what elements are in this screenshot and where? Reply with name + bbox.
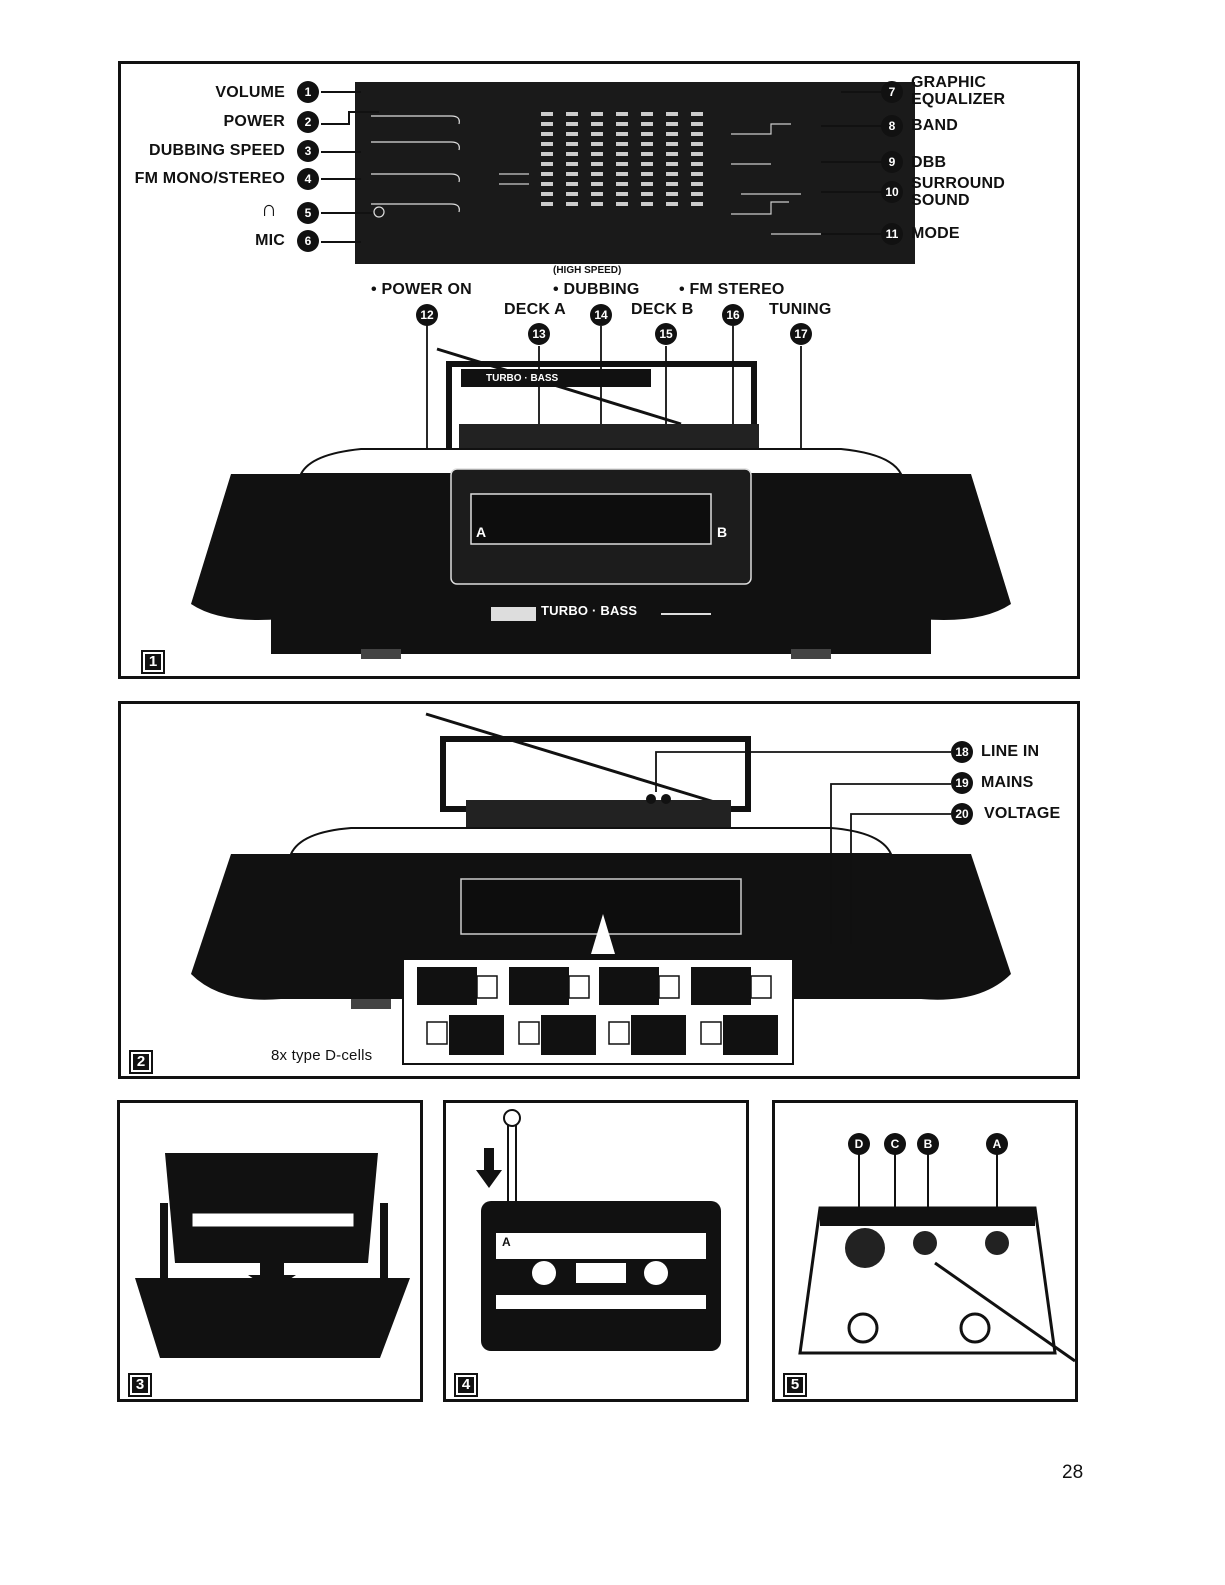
figure-5-panel: D C B A 5 — [772, 1100, 1078, 1402]
radio-front-illustration — [191, 82, 1011, 659]
callout-20: 20 — [951, 803, 973, 825]
callout-a: A — [986, 1133, 1008, 1155]
figure-4-panel: A 4 — [443, 1100, 749, 1402]
callout-2: 2 — [297, 111, 319, 133]
cassette-insert-illustration — [135, 1153, 410, 1358]
label-dbb: DBB — [911, 154, 947, 171]
figure-1-panel: VOLUME 1 POWER 2 DUBBING SPEED 3 FM MONO… — [118, 61, 1080, 679]
turbo-bass-handle-text: TURBO · BASS — [486, 373, 559, 384]
callout-14: 14 — [590, 304, 612, 326]
cassette-pencil-illustration — [476, 1109, 721, 1351]
label-voltage: VOLTAGE — [984, 805, 1061, 822]
figure-number-5: 5 — [783, 1373, 807, 1397]
label-fm-stereo: • FM STEREO — [679, 281, 785, 298]
figure-number-1: 1 — [141, 650, 165, 674]
radio-back-illustration — [191, 712, 1011, 1065]
label-high-speed: (HIGH SPEED) — [553, 265, 622, 276]
cassette-side-b: B — [717, 524, 728, 540]
label-power: POWER — [223, 113, 285, 130]
label-band: BAND — [911, 117, 959, 134]
page-number: 28 — [1062, 1462, 1084, 1483]
label-deck-b: DECK B — [631, 301, 694, 318]
figure-3-panel: 3 — [117, 1100, 423, 1402]
callout-16: 16 — [722, 304, 744, 326]
figure-number-4: 4 — [454, 1373, 478, 1397]
callout-6: 6 — [297, 230, 319, 252]
callout-17: 17 — [790, 323, 812, 345]
callout-c: C — [884, 1133, 906, 1155]
callout-3: 3 — [297, 140, 319, 162]
callout-10: 10 — [881, 181, 903, 203]
label-mode: MODE — [911, 225, 960, 242]
callout-19: 19 — [951, 772, 973, 794]
label-power-on: • POWER ON — [371, 281, 472, 298]
cassette-mechanism-illustration — [798, 1149, 1075, 1363]
callout-7: 7 — [881, 81, 903, 103]
callout-15: 15 — [655, 323, 677, 345]
label-graphic: GRAPHIC — [911, 74, 987, 91]
callout-8: 8 — [881, 115, 903, 137]
callout-5: 5 — [297, 202, 319, 224]
figure-2-panel: 18 LINE IN 19 MAINS 20 VOLTAGE 8x type D… — [118, 701, 1080, 1079]
cassette-side-a: A — [476, 524, 487, 540]
callout-12: 12 — [416, 304, 438, 326]
callout-d: D — [848, 1133, 870, 1155]
callout-b: B — [917, 1133, 939, 1155]
callout-11: 11 — [881, 223, 903, 245]
label-dubbing: • DUBBING — [553, 281, 640, 298]
label-deck-a: DECK A — [504, 301, 566, 318]
label-line-in: LINE IN — [981, 743, 1040, 760]
label-sound: SOUND — [911, 192, 970, 209]
label-dubbing-speed: DUBBING SPEED — [149, 142, 285, 159]
label-fm-mono-stereo: FM MONO/STEREO — [134, 170, 285, 187]
label-surround: SURROUND — [911, 175, 1006, 192]
label-volume: VOLUME — [215, 84, 285, 101]
callout-18: 18 — [951, 741, 973, 763]
battery-caption: 8x type D-cells — [271, 1047, 373, 1064]
figure-number-2: 2 — [129, 1050, 153, 1074]
headphone-icon: ∩ — [261, 196, 278, 221]
turbo-bass-front-text: TURBO · BASS — [541, 603, 638, 618]
cassette-side-label: A — [502, 1235, 511, 1249]
label-mains: MAINS — [981, 774, 1034, 791]
label-tuning: TUNING — [769, 301, 832, 318]
callout-1: 1 — [297, 81, 319, 103]
figure-number-3: 3 — [128, 1373, 152, 1397]
label-mic: MIC — [255, 232, 285, 249]
callout-9: 9 — [881, 151, 903, 173]
callout-4: 4 — [297, 168, 319, 190]
callout-13: 13 — [528, 323, 550, 345]
label-equalizer: EQUALIZER — [911, 91, 1006, 108]
